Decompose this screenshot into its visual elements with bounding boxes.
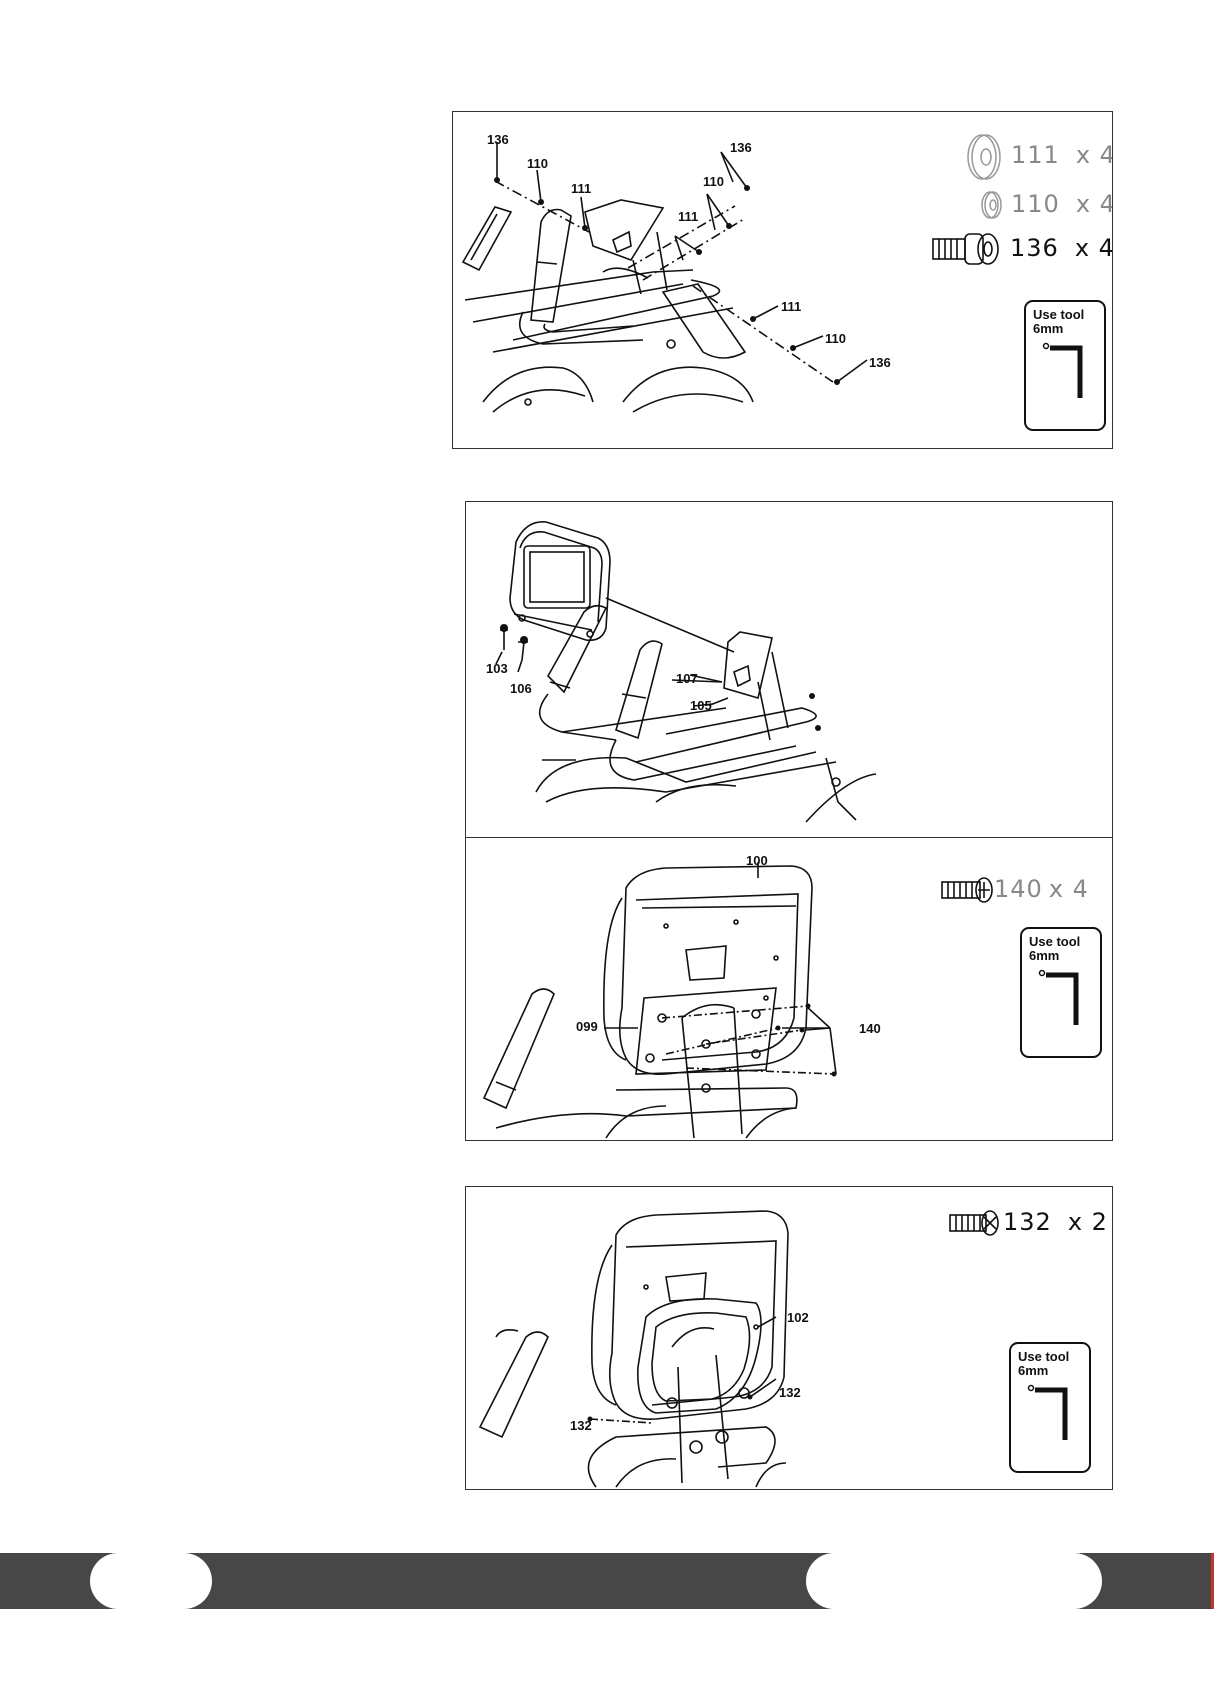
hex-key-icon — [1025, 1384, 1085, 1464]
tool-box: Use tool 6mm — [1009, 1342, 1091, 1473]
callout-106: 106 — [510, 682, 532, 695]
page-number-pill-left — [90, 1553, 212, 1609]
tool-box: Use tool 6mm — [1024, 300, 1106, 431]
page-number-pill-right — [806, 1553, 1102, 1609]
hex-key-icon — [1036, 969, 1096, 1049]
callout-105: 105 — [690, 699, 712, 712]
hex-key-icon — [1040, 342, 1100, 422]
tool-box: Use tool 6mm — [1020, 927, 1102, 1058]
callout-103: 103 — [486, 662, 508, 675]
console-mounting-drawing — [466, 502, 1113, 839]
assembly-step-panel-2: 103 106 107 105 — [465, 501, 1113, 839]
callout-107: 107 — [676, 672, 698, 685]
